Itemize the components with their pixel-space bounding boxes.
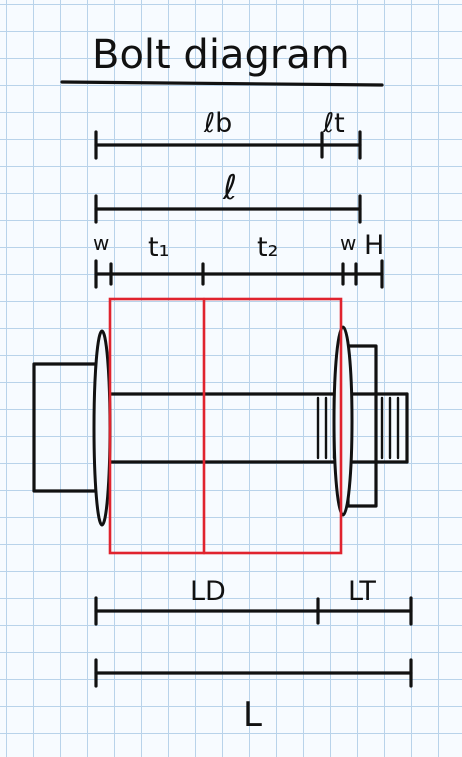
label-l-t-bottom: LT	[348, 576, 376, 607]
dimension-grip-breakdown: w t₁ t₂ w H	[93, 230, 384, 289]
label-w-left: w	[93, 231, 109, 255]
member-outline	[108, 297, 343, 555]
label-t1: t₁	[148, 232, 169, 263]
clamped-members	[108, 297, 343, 555]
label-l-t: ℓt	[322, 108, 345, 139]
bolt-head	[32, 362, 98, 493]
label-w-right: w	[340, 231, 356, 255]
dimension-lb-lt: ℓb ℓt	[94, 108, 362, 160]
label-l: ℓ	[222, 168, 237, 208]
label-l-total: L	[243, 695, 262, 735]
thread-lines	[316, 396, 400, 460]
dimension-ld-lt: LD LT	[94, 576, 413, 626]
label-h: H	[364, 230, 384, 261]
washer-left	[92, 329, 112, 527]
label-l-b: ℓb	[203, 108, 232, 139]
bolt-assembly	[32, 297, 409, 555]
diagram-title: Bolt diagram	[92, 32, 350, 78]
title-underline	[60, 80, 384, 87]
dimension-l-total: L	[94, 658, 413, 735]
washer-right	[332, 325, 354, 517]
label-l-d: LD	[190, 576, 226, 607]
label-t2: t₂	[257, 232, 278, 263]
dimension-l: ℓ	[94, 168, 362, 224]
